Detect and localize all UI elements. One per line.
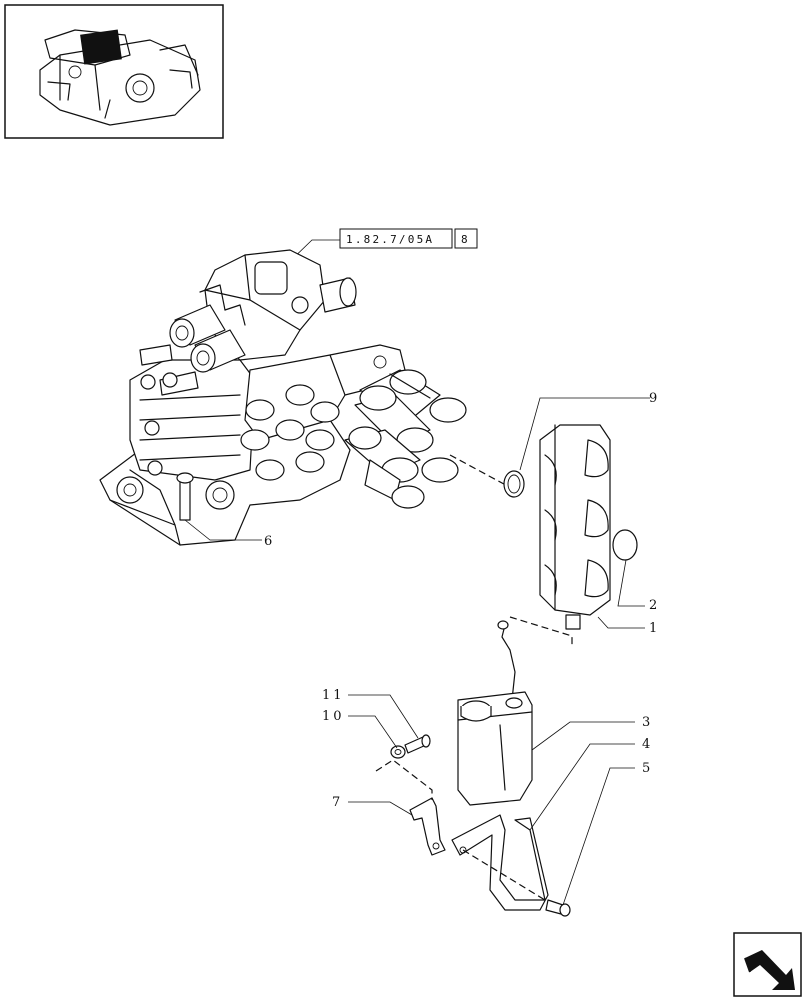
callout-9: 9	[649, 391, 657, 406]
alignment-line-sender	[509, 616, 573, 648]
callout-1: 1	[649, 621, 657, 636]
part-10-washer[interactable]	[390, 745, 406, 759]
part-11-bolt[interactable]	[404, 734, 431, 754]
callout-10: 10	[322, 709, 345, 724]
tractor-valve-thumbnail-icon	[39, 29, 201, 126]
thumbnail-frame[interactable]	[4, 4, 224, 139]
callout-4: 4	[642, 737, 650, 752]
part-3-reservoir[interactable]	[457, 620, 533, 806]
reference-code: 1.82.7/05A	[346, 233, 434, 246]
callout-2: 2	[649, 598, 657, 613]
callout-11: 11	[322, 688, 345, 703]
callout-3: 3	[642, 715, 650, 730]
reference-label[interactable]: 1.82.7/05A 8	[339, 228, 478, 249]
reference-sheet: 8	[461, 233, 470, 246]
leader-lines	[184, 397, 650, 906]
part-5-bolt[interactable]	[545, 899, 571, 917]
part-2-cap[interactable]	[612, 529, 638, 561]
control-valve-assembly	[99, 249, 467, 546]
alignment-line-5	[462, 849, 546, 901]
part-9-o-ring[interactable]	[503, 470, 525, 498]
part-7-bracket[interactable]	[409, 797, 446, 856]
alignment-line-7	[375, 759, 433, 800]
part-1-manifold[interactable]	[539, 424, 611, 630]
callout-6: 6	[264, 534, 272, 549]
next-page-arrow-icon[interactable]	[733, 932, 802, 997]
callout-7: 7	[332, 795, 340, 810]
part-4-strap[interactable]	[451, 814, 549, 911]
callout-5: 5	[642, 761, 650, 776]
